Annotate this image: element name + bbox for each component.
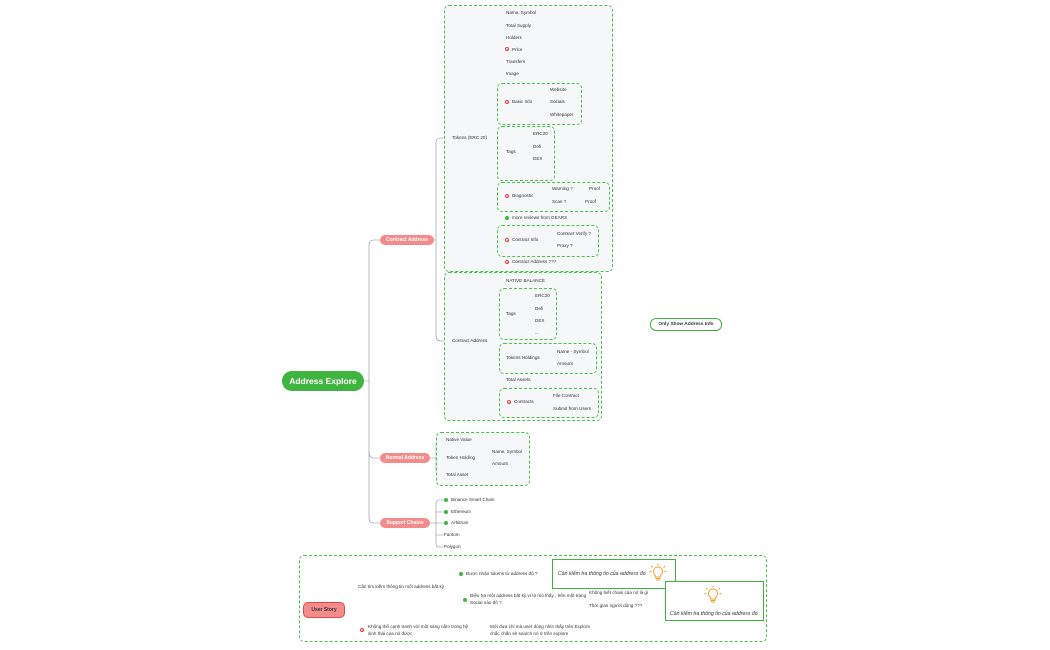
token-holding: Token Holding xyxy=(446,455,476,460)
contract-tag-item: DEX xyxy=(535,318,545,323)
contract-tags-group xyxy=(499,288,557,340)
chain-item: Fantom xyxy=(444,532,460,537)
contracts-item: File Contract xyxy=(553,393,580,398)
token-item: Price xyxy=(512,47,523,52)
contract-tags-label: Tags xyxy=(506,311,516,316)
token-holding-item: Name, Symbol xyxy=(492,449,523,454)
tags-group xyxy=(497,126,555,181)
warning-icon xyxy=(505,47,509,51)
contract-info-label: Contract Info xyxy=(512,237,539,242)
contract-tag-item: ... xyxy=(535,330,539,335)
warning-icon xyxy=(505,260,509,264)
holdings-label: Tokens Holdings xyxy=(506,355,540,360)
native-value: Native Value xyxy=(446,437,472,442)
token-item: Holders xyxy=(506,35,522,40)
diagnostic-warning: Warning ? xyxy=(552,186,573,191)
diagnostic-group xyxy=(497,182,610,212)
user-story-node[interactable]: User Story xyxy=(303,602,345,618)
lightbulb-icon xyxy=(649,563,667,581)
only-show-node[interactable]: Only Show Address Info xyxy=(650,318,722,331)
story-question: Cần tìm kiếm thông tin một address bất k… xyxy=(358,584,445,589)
diagnostic-proof: Proof xyxy=(585,199,596,204)
more-reviews: more reviews from GEARS xyxy=(512,215,568,220)
contract-info-group xyxy=(497,225,599,257)
basic-info-item: Socials xyxy=(550,99,565,104)
token-item: Total Supply xyxy=(506,23,532,28)
normal-address-group xyxy=(436,432,530,486)
story-answer: Điều tra một address bất kỳ vì tò mò thấ… xyxy=(470,593,587,598)
story-result: chắc chắn sẽ search nó ở trên explore xyxy=(490,631,569,636)
token-item: Transfers xyxy=(506,59,526,64)
contracts-group xyxy=(499,388,599,418)
contract-info-item: Contract Verify ? xyxy=(557,231,591,236)
story-answer: Được nhận tokens từ address đó ? xyxy=(466,571,538,576)
tag-item: Defi xyxy=(533,144,542,149)
check-icon xyxy=(463,598,467,602)
contracts-label: Contracts xyxy=(514,399,534,404)
token-item: Name, Symbol xyxy=(506,10,537,15)
tag-item: DEX xyxy=(533,156,543,161)
root-node[interactable]: Address Explore xyxy=(282,371,364,391)
check-icon xyxy=(459,572,463,576)
warning-icon xyxy=(505,100,509,104)
check-icon xyxy=(505,216,509,220)
warning-icon xyxy=(360,628,364,632)
chain-item: Binance Smart Chain xyxy=(451,497,495,502)
contracts-item: Submit from Users xyxy=(553,406,592,411)
story-sub: Thời gian người dùng ??? xyxy=(589,603,643,608)
total-assets: Total Assets xyxy=(506,377,531,382)
basic-info-item: Website xyxy=(550,87,567,92)
tags-label: Tags xyxy=(506,149,516,154)
story-answer: Social nào đó ? xyxy=(470,600,502,605)
contract-info-item: Proxy ? xyxy=(557,243,573,248)
warning-icon xyxy=(507,400,511,404)
tag-item: ERC20 xyxy=(533,131,548,136)
diagnostic-proof: Proof xyxy=(589,186,600,191)
tokens-label: Tokens (ERC 20) xyxy=(452,135,487,140)
contract-tag-item: ERC20 xyxy=(535,293,550,298)
basic-info-item: Whitepaper xyxy=(550,112,574,117)
contract-address-node[interactable]: Contract Address xyxy=(380,235,434,245)
check-icon xyxy=(444,510,448,514)
holdings-item: Name - Symbol xyxy=(557,349,589,354)
basic-info-group xyxy=(497,83,582,125)
contract-label: Contract Address xyxy=(452,338,488,343)
contract-address-question: Contract Address ??? xyxy=(512,259,557,264)
basic-info-label: Basic Info xyxy=(512,99,533,104)
chain-item: Polygon xyxy=(444,544,461,549)
story-question: Không thể cạnh tranh với một sàng nằm tr… xyxy=(368,624,469,629)
warning-icon xyxy=(505,238,509,242)
normal-address-node[interactable]: Normal Address xyxy=(380,453,430,463)
chain-item: Arbitrum xyxy=(451,520,469,525)
callout-check-address: Cần kiểm tra thông tin của address đó xyxy=(552,559,676,589)
diagnostic-scan: Scan ? xyxy=(552,199,567,204)
holdings-item: Amount xyxy=(557,361,573,366)
story-result: Mới đưa chỉ mà user dùng nhìn thấy trên … xyxy=(490,624,591,629)
native-balance: NATIVE BALANCE xyxy=(506,278,545,283)
warning-icon xyxy=(505,194,509,198)
story-question: sinh thái của nó được xyxy=(368,631,413,636)
lightbulb-icon xyxy=(704,585,722,603)
check-icon xyxy=(444,521,448,525)
story-sub: Không biết chain của nó là gì xyxy=(589,590,649,595)
callout-text: Cần kiểm tra thông tin của address đó xyxy=(558,571,646,577)
token-item: Image xyxy=(506,71,519,76)
support-chains-node[interactable]: Support Chains xyxy=(380,518,430,528)
total-asset: Total Asset xyxy=(446,472,469,477)
contract-tag-item: Defi xyxy=(535,306,544,311)
check-icon xyxy=(444,498,448,502)
holdings-group xyxy=(499,343,597,374)
callout-text: Cần kiểm tra thông tin của address đó xyxy=(670,611,758,617)
token-holding-item: Amount xyxy=(492,461,508,466)
diagnostic-label: Diagnostic xyxy=(512,193,534,198)
chain-item: Ethereum xyxy=(451,509,471,514)
